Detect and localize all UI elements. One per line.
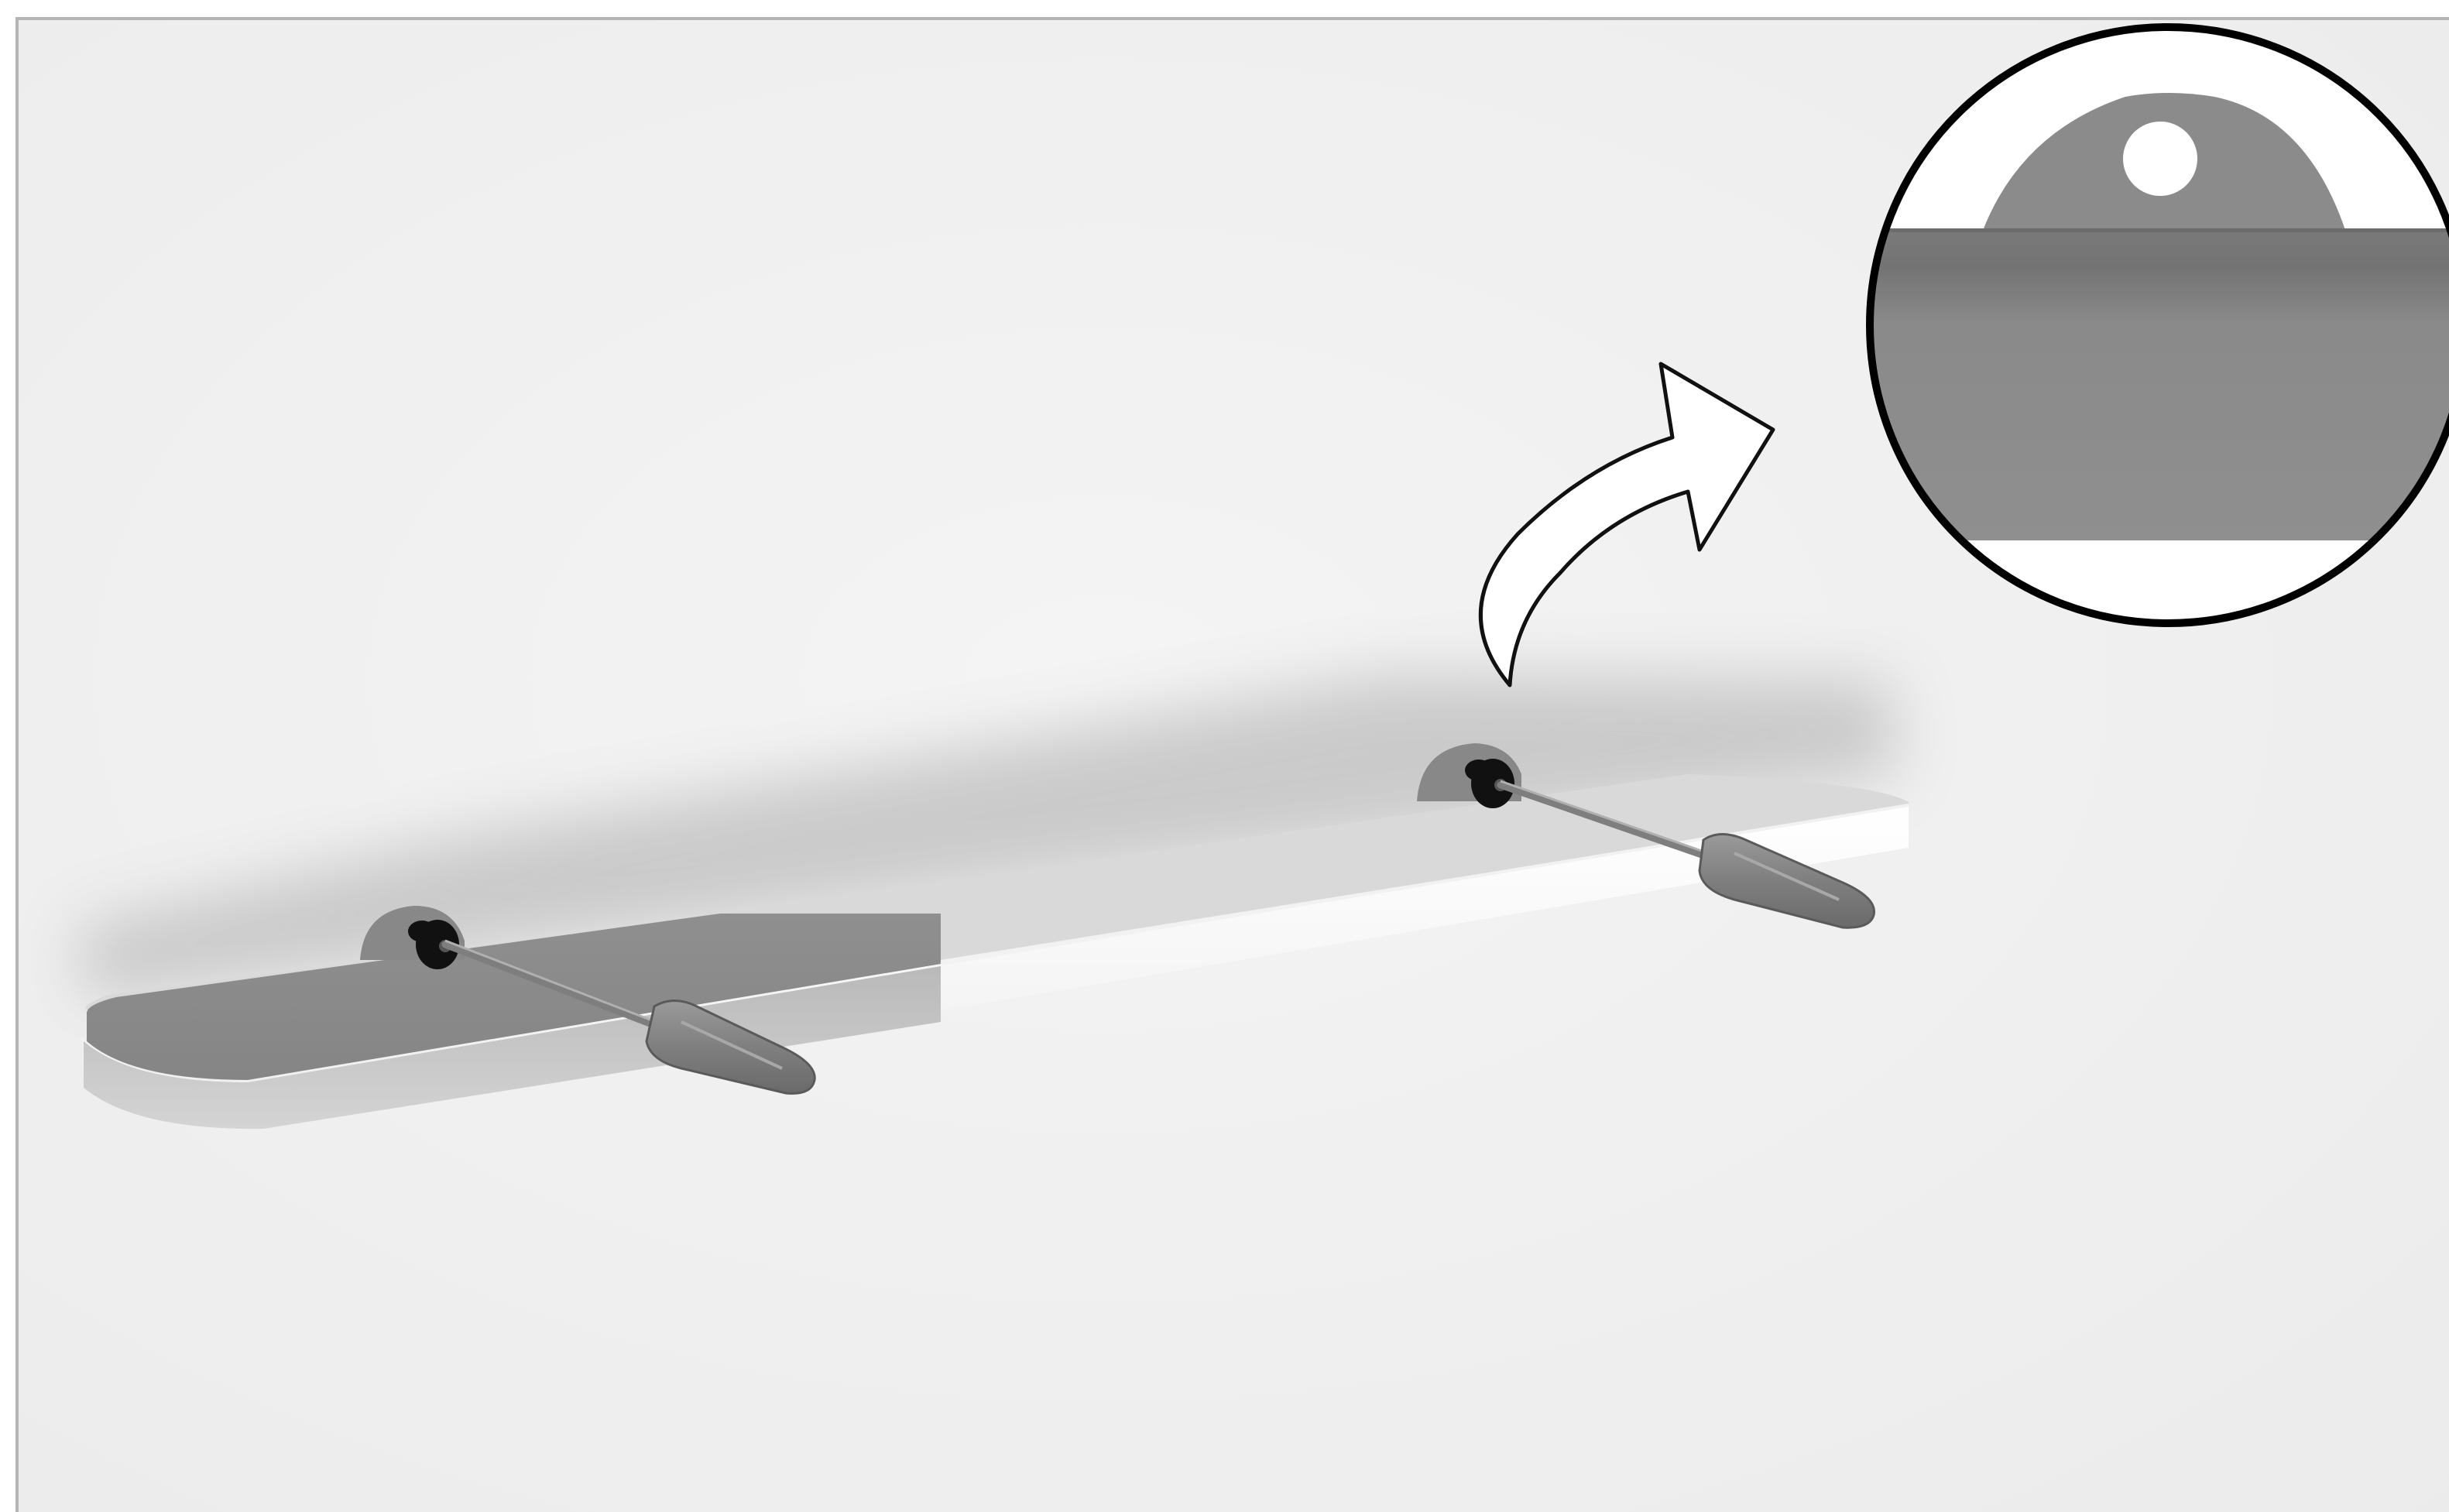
shelf bbox=[81, 774, 1909, 1130]
left-screwdriver bbox=[441, 939, 816, 1095]
keyhole-icon bbox=[2123, 122, 2197, 196]
illustration-frame bbox=[15, 17, 2449, 1512]
left-screw bbox=[408, 920, 459, 969]
right-screwdriver bbox=[1497, 780, 1875, 929]
shelf-installation-illustration bbox=[19, 20, 2449, 1512]
zoom-detail-circle bbox=[1866, 23, 2449, 627]
right-screw bbox=[1465, 759, 1514, 808]
curved-arrow-icon bbox=[1479, 362, 1775, 687]
